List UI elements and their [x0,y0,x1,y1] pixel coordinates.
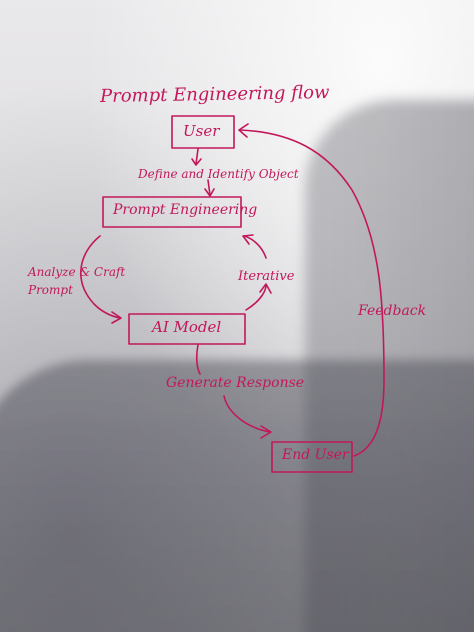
shadow-region [0,360,474,632]
prompt-engineering-box [102,196,242,228]
edge-label-feedback: Feedback [358,303,427,319]
arrowhead [242,234,254,245]
arrowhead [259,283,272,294]
arrowhead [191,158,202,166]
edge-label-generate: Generate Response [166,375,305,391]
arrow-iterative-upper [243,235,267,259]
arrow-feedback [239,129,385,457]
edge-label-analyze: Analyze & Craft Prompt [28,265,126,297]
arrow-user-to-prompt-bottom [207,179,211,196]
diagram-title: Prompt Engineering flow [99,81,330,108]
edge-label-iterative: Iterative [238,269,295,284]
ai-model-box [128,313,246,345]
node-label-user: User [183,122,220,140]
arrowhead [111,311,122,324]
arrowhead [238,123,249,138]
node-label-prompt-engineering: Prompt Engineering [113,202,258,218]
node-label-ai-model: AI Model [152,318,222,336]
arrow-generate-upper [195,344,201,375]
arrow-user-to-prompt-top [195,148,199,165]
edge-label-define: Define and Identify Object [138,167,299,181]
user-box [171,115,235,149]
arrowhead [204,188,215,197]
arrow-iterative-lower [245,284,267,311]
arrowhead [260,425,272,439]
arrow-analyze [80,235,121,319]
arrow-generate-lower [223,395,271,433]
end-user-box [271,441,353,473]
node-label-end-user: End User [282,447,349,463]
